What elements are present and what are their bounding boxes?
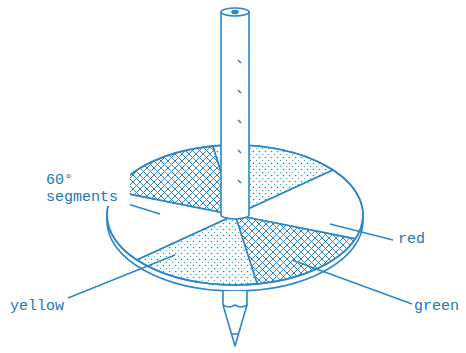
pencil-point bbox=[231, 333, 239, 335]
pencil-lead bbox=[232, 11, 238, 14]
pencil-marks bbox=[238, 60, 241, 183]
pencil-end bbox=[221, 8, 249, 16]
leader-line bbox=[292, 260, 412, 304]
part-label: yellow bbox=[10, 298, 90, 315]
part-label: red bbox=[398, 231, 458, 248]
pencil-sharpening bbox=[223, 305, 247, 307]
part-label: 60° segments bbox=[44, 172, 130, 206]
pencil-body bbox=[221, 12, 249, 219]
leader-line bbox=[330, 224, 393, 240]
leader-line bbox=[68, 255, 175, 298]
pencil-tip bbox=[223, 291, 247, 346]
part-label: green bbox=[414, 298, 462, 315]
stippled-segment bbox=[137, 215, 257, 285]
